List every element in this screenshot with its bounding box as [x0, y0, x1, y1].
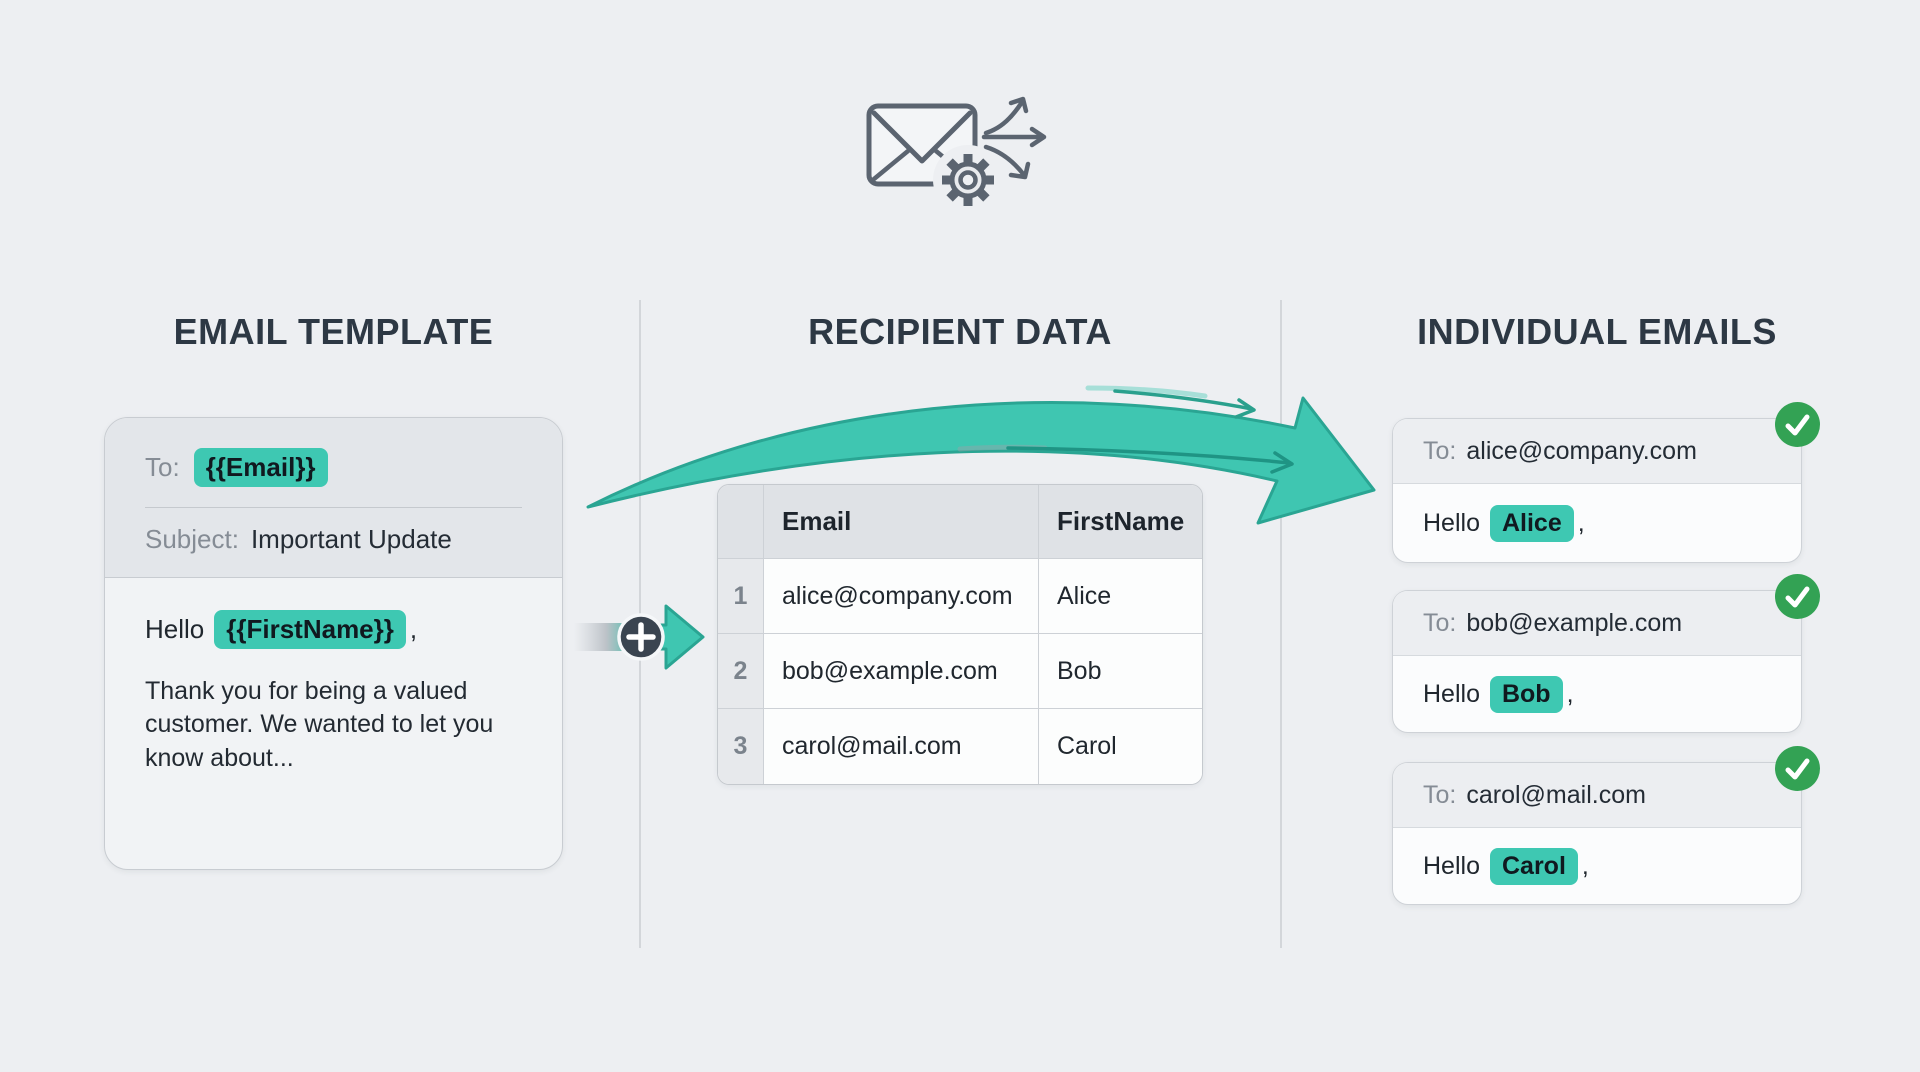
email-card-body: Hello Carol ,: [1393, 828, 1801, 905]
greeting-suffix: ,: [1566, 680, 1574, 708]
individual-emails-title: INDIVIDUAL EMAILS: [1417, 311, 1777, 352]
email-card-header: To: bob@example.com: [1393, 591, 1801, 656]
email-to-address: alice@company.com: [1466, 436, 1697, 465]
subject-label: Subject:: [145, 524, 239, 554]
firstname-variable-chip: {{FirstName}}: [214, 610, 406, 649]
table-cell-firstname: Carol: [1039, 709, 1202, 784]
to-label: To:: [1423, 780, 1457, 809]
subject-value: Important Update: [250, 524, 452, 554]
merged-name-chip: Carol: [1489, 848, 1578, 885]
plus-icon: [626, 622, 656, 652]
greeting-prefix: Hello: [1423, 852, 1480, 880]
fan-out-arrows: [981, 96, 1047, 180]
table-cell-firstname: Bob: [1039, 634, 1202, 709]
check-icon: [1775, 574, 1820, 619]
table-header-firstname: FirstName: [1039, 485, 1202, 559]
envelope-gear-fanout-icon: [866, 96, 1047, 215]
column-divider-right: [1280, 300, 1282, 948]
table-header-email: Email: [764, 485, 1039, 559]
email-card-body: Hello Alice ,: [1393, 484, 1801, 563]
email-card-header: To: carol@mail.com: [1393, 763, 1801, 828]
greeting-suffix: ,: [1577, 509, 1585, 537]
recipient-data-title: RECIPIENT DATA: [808, 311, 1112, 352]
template-body-text: Thank you for being a valued customer. W…: [145, 677, 494, 772]
row-number: 1: [718, 559, 764, 634]
template-header-divider: [145, 507, 522, 508]
table-cell-email: alice@company.com: [764, 559, 1039, 634]
greeting-prefix: Hello: [1423, 509, 1480, 537]
table-cell-email: bob@example.com: [764, 634, 1039, 709]
table-cell-firstname: Alice: [1039, 559, 1202, 634]
row-number: 2: [718, 634, 764, 709]
email-to-address: carol@mail.com: [1466, 780, 1646, 809]
template-to-row: To: {{Email}}: [145, 448, 522, 487]
merge-trail: [574, 623, 632, 651]
template-subject-row: Subject: Important Update: [145, 524, 522, 555]
recipient-data-table: Email FirstName 1 alice@company.com Alic…: [717, 484, 1203, 785]
email-template-card: To: {{Email}} Subject: Important Update …: [104, 417, 563, 870]
check-icon: [1775, 746, 1820, 791]
merged-name-chip: Alice: [1489, 505, 1574, 542]
template-card-header: To: {{Email}} Subject: Important Update: [105, 418, 562, 578]
email-variable-chip: {{Email}}: [193, 448, 328, 487]
greeting-suffix: ,: [1581, 852, 1589, 880]
greeting-prefix: Hello: [145, 614, 205, 644]
merge-arrow-icon: [650, 604, 705, 670]
flow-accent-arrow-mid: [957, 444, 1294, 474]
check-icon: [1775, 402, 1820, 447]
flow-accent-arrow-top: [1085, 385, 1256, 419]
column-divider-left: [639, 300, 641, 948]
email-to-address: bob@example.com: [1466, 608, 1683, 637]
template-card-body: Hello {{FirstName}} , Thank you for bein…: [105, 578, 562, 807]
row-number: 3: [718, 709, 764, 784]
merged-name-chip: Bob: [1489, 676, 1563, 713]
individual-email-card: To: alice@company.com Hello Alice ,: [1392, 402, 1820, 563]
individual-email-card: To: bob@example.com Hello Bob ,: [1392, 574, 1820, 733]
email-card-body: Hello Bob ,: [1393, 656, 1801, 733]
gear-icon: [942, 154, 994, 206]
table-corner-cell: [718, 485, 764, 559]
individual-email-card: To: carol@mail.com Hello Carol ,: [1392, 746, 1820, 905]
table-cell-email: carol@mail.com: [764, 709, 1039, 784]
to-label: To:: [145, 452, 180, 482]
greeting-suffix: ,: [409, 614, 418, 644]
to-label: To:: [1423, 608, 1457, 637]
email-card-header: To: alice@company.com: [1393, 419, 1801, 484]
template-greeting-row: Hello {{FirstName}} ,: [145, 610, 522, 649]
email-template-title: EMAIL TEMPLATE: [173, 311, 494, 352]
to-label: To:: [1423, 436, 1457, 465]
greeting-prefix: Hello: [1423, 680, 1480, 708]
